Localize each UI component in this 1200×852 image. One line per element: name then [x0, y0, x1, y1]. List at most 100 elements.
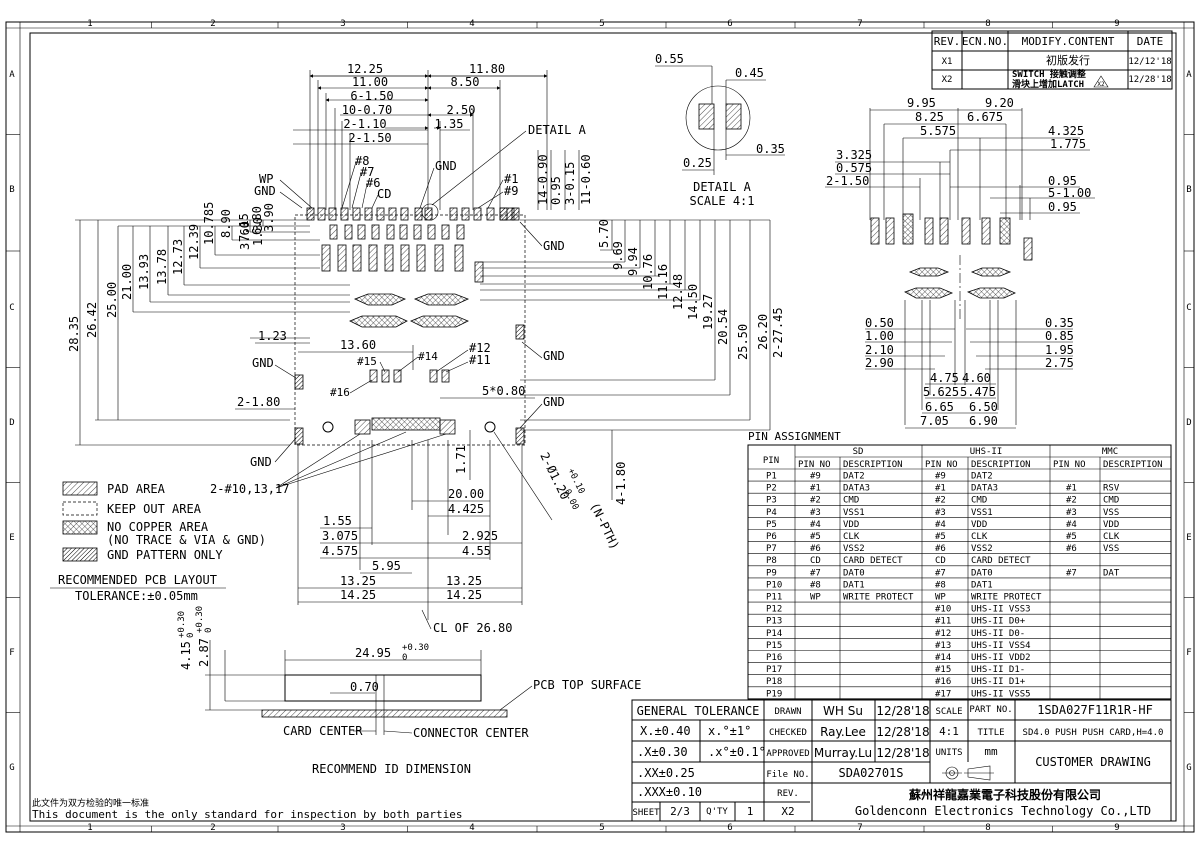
pin-table-cell: UHS-II D1+	[971, 677, 1026, 687]
pin-table-cell: #8	[810, 580, 821, 590]
pa-dim-9-95: 9.95	[907, 96, 936, 110]
left-dim-label: 6.80	[250, 206, 264, 235]
pad	[456, 224, 465, 240]
general-tolerance-label: GENERAL TOLERANCE	[637, 704, 760, 718]
dim-13-60: 13.60	[340, 338, 376, 352]
dim-14-25-left: 14.25	[340, 588, 376, 602]
pad	[329, 224, 338, 240]
pad	[416, 244, 426, 272]
tol-angle-1: x.°±1°	[708, 724, 751, 738]
id-dim-24-95: 24.95	[355, 646, 391, 660]
column-label: 8	[985, 823, 990, 833]
pa-dim-0-50: 0.50	[865, 316, 894, 330]
dim-8-50: 8.50	[451, 75, 480, 89]
pad	[870, 217, 880, 245]
pad	[424, 207, 433, 221]
row-label: F	[9, 648, 14, 658]
pin-table-cell: CD	[810, 556, 821, 566]
pin-table-cell: #4	[935, 520, 946, 530]
rev-row1-date: 12/12'18	[1128, 57, 1171, 67]
left-dim-label: 3.90	[262, 203, 276, 232]
row-label: B	[9, 185, 14, 195]
dim-4-55: 4.55	[462, 544, 491, 558]
pad	[939, 217, 949, 245]
pad	[357, 224, 366, 240]
dim-6-1-50: 6-1.50	[350, 89, 393, 103]
legend-gnd-swatch	[62, 547, 98, 562]
top-pad-row	[306, 207, 520, 221]
pin-table-cell: P12	[766, 605, 782, 615]
row-label: C	[9, 303, 14, 313]
pin-assignment-view: 9.95 9.20 8.25 6.675 5.575 4.325 1.775 3…	[825, 96, 1095, 429]
dim-13-25-right: 13.25	[446, 574, 482, 588]
rev-header-rev: REV.	[934, 35, 961, 48]
pin-table-cell: #5	[810, 532, 821, 542]
pad	[449, 207, 458, 221]
pa-dim-4-325: 4.325	[1048, 124, 1084, 138]
pad	[981, 217, 991, 245]
column-label: 9	[1114, 823, 1119, 833]
column-label: 1	[87, 823, 92, 833]
label-gnd-left: GND	[254, 184, 276, 198]
pin-table-cell: WRITE PROTECT	[843, 593, 914, 603]
row-label: D	[9, 418, 14, 428]
row-label: A	[1186, 70, 1192, 80]
pin-table-cell: #11	[935, 617, 951, 627]
pad	[461, 207, 470, 221]
pa-dim-9-20: 9.20	[985, 96, 1014, 110]
pin-table-cell: P13	[766, 617, 782, 627]
pin-table-cell: #1	[810, 484, 821, 494]
row-label: A	[9, 70, 15, 80]
right-dim-label: 11.16	[656, 264, 670, 300]
left-dim-label: 3.60	[238, 221, 252, 250]
label-gnd-bottom-left: GND	[250, 455, 272, 469]
pin-table-cell: UHS-II VSS3	[971, 605, 1031, 615]
pin-table-cell: CMD	[1103, 496, 1119, 506]
column-label: 6	[727, 823, 732, 833]
title-block: GENERAL TOLERANCE X.±0.40 x.°±1° .X±0.30…	[631, 699, 1172, 822]
pin-table-cell: CLK	[1103, 532, 1120, 542]
pin-table-pin-header: PIN	[763, 456, 779, 466]
pa-dim-4-75: 4.75	[930, 371, 959, 385]
dim-5-95: 5.95	[372, 559, 401, 573]
left-dim-label: 12.73	[171, 239, 185, 275]
legend-pad-area: PAD AREA	[107, 482, 166, 496]
rev-row1-rev: X1	[942, 57, 953, 67]
pad	[961, 217, 971, 245]
pa-dim-2-10: 2.10	[865, 343, 894, 357]
label-pin1: #1	[504, 172, 518, 186]
label-gnd-right-mid: GND	[543, 349, 565, 363]
pad	[924, 217, 934, 245]
sheet-frame	[5, 21, 1195, 833]
label-cd: CD	[377, 187, 391, 201]
right-dim-label: 9.94	[626, 247, 640, 276]
projection-symbol-icon	[942, 765, 994, 781]
customer-drawing: CUSTOMER DRAWING	[1035, 755, 1151, 769]
pad	[388, 207, 397, 221]
dim-2-925: 2.925	[462, 529, 498, 543]
pin-table-cell: P8	[766, 556, 777, 566]
label-pin7: #7	[360, 165, 374, 179]
pin-table-cell: CMD	[843, 496, 859, 506]
pin-table-cell: CARD DETECT	[843, 556, 903, 566]
row-label: G	[1186, 763, 1191, 773]
pin-table-cell: P7	[766, 544, 777, 554]
rev-row2-date: 12/28'18	[1128, 75, 1171, 85]
id-dim-4-15-plus: +0.30	[177, 611, 187, 638]
part-no-label: PART NO.	[969, 705, 1012, 715]
pin-table-cell: DATA3	[843, 484, 870, 494]
pin-table-cell: DAT1	[843, 580, 865, 590]
pcb-layout-view: 12.25 11.80 11.00 8.50 6-1.50 2.50 10-0.…	[50, 62, 785, 635]
dim-3-0-15: 3-0.15	[563, 162, 577, 205]
right-dim-label: 5.70	[597, 219, 611, 248]
dim-10-0-70: 10-0.70	[342, 103, 393, 117]
pad	[337, 244, 347, 272]
column-label: 2	[210, 823, 215, 833]
pin-table-cell: #7	[1066, 568, 1077, 578]
pin-table-caption: PIN ASSIGNMENT	[748, 430, 841, 443]
pin-table-cell: #7	[810, 568, 821, 578]
left-dim-label: 13.93	[137, 254, 151, 290]
column-label: 1	[87, 19, 92, 29]
dim-1-23: 1.23	[258, 329, 287, 343]
